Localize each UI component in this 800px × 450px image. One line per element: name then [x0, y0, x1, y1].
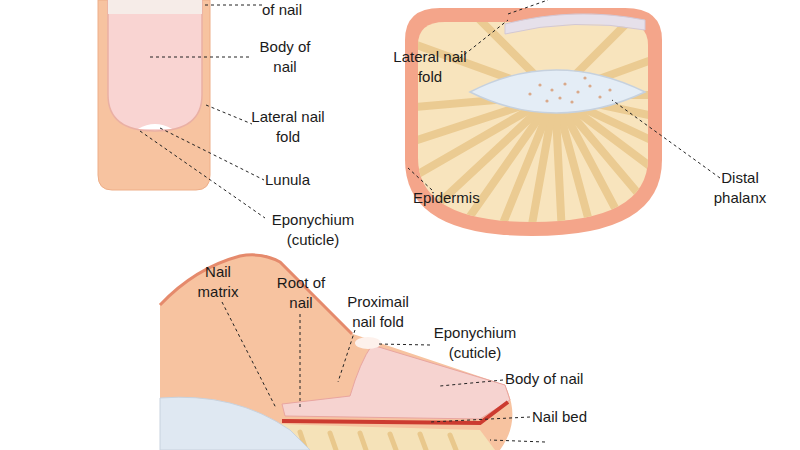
part-label: Body of nail [505, 369, 615, 389]
leader-line [338, 330, 355, 382]
finger-cross-section [356, 0, 755, 295]
part-label: Nail matrix [190, 262, 246, 302]
leader-line [206, 105, 252, 124]
leader-line [222, 302, 276, 408]
bone-dots [528, 76, 611, 103]
leader-line [140, 131, 265, 218]
epidermis-edge [160, 255, 352, 334]
part-label: Lunula [265, 170, 325, 190]
leader-line [160, 128, 264, 180]
finger-skin [98, 0, 210, 190]
part-label: Proximail nail fold [340, 292, 416, 332]
leader-line [205, 5, 262, 6]
part-label: of nail [262, 0, 332, 20]
part-label: Eponychium (cuticle) [425, 323, 525, 363]
leader-line [490, 440, 545, 442]
free-edge [108, 0, 202, 14]
leader-line [408, 168, 432, 190]
finger-top-view [98, 0, 210, 190]
leader-line [378, 344, 430, 345]
part-label: Root of nail [270, 273, 332, 313]
nail-plate [108, 0, 202, 131]
distal-phalanx-bone [470, 70, 645, 113]
nail-plate-section [505, 14, 645, 34]
part-label: Epidermis [413, 188, 503, 208]
part-label: Nail bed [532, 407, 622, 427]
leader-line [508, 0, 548, 14]
part-label: Eponychium (cuticle) [263, 210, 363, 250]
leader-lines [140, 0, 720, 442]
part-label: Lateral nail fold [392, 47, 468, 87]
leader-line [440, 380, 503, 386]
dermis-strands [300, 432, 456, 450]
leader-line [300, 314, 301, 410]
leader-line [430, 417, 530, 422]
leader-line [150, 57, 250, 58]
part-label: Body of nail [250, 37, 320, 77]
lunula-shape [138, 124, 172, 129]
leader-line [612, 100, 720, 178]
part-label: Distal phalanx [705, 168, 775, 208]
cuticle-shape [355, 337, 381, 349]
part-label: Lateral nail fold [250, 107, 326, 147]
tissue-strands [356, 0, 755, 295]
